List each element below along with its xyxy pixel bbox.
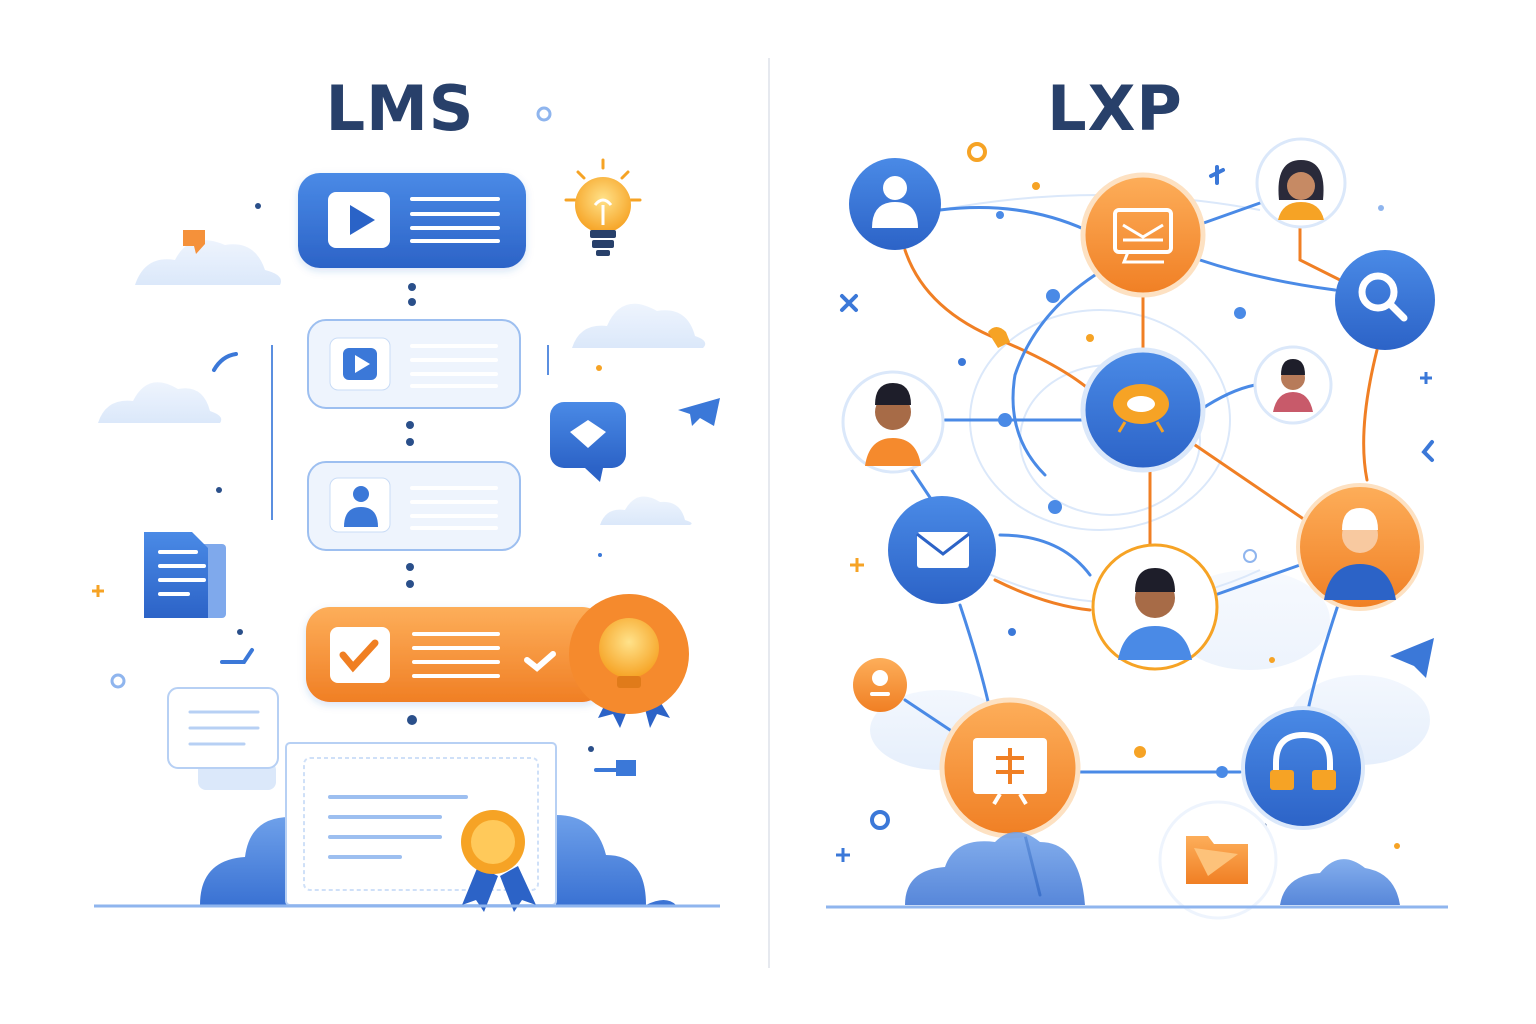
- lms-step-2[interactable]: [307, 319, 521, 409]
- lxp-node-hub[interactable]: [1080, 347, 1206, 473]
- network-edges: [903, 201, 1379, 897]
- play-icon: [355, 355, 370, 373]
- lxp-node-headset[interactable]: [1241, 706, 1365, 830]
- message-card: [167, 687, 279, 790]
- pin-icon: [872, 670, 888, 686]
- lxp-title: LXP: [1047, 72, 1183, 145]
- step-connector: [406, 283, 417, 725]
- cloud-icon: [905, 832, 1400, 905]
- paper-plane-icon: [1390, 638, 1434, 678]
- decor-dots: [92, 106, 636, 776]
- mail-icon: [917, 532, 969, 568]
- play-icon: [350, 205, 375, 235]
- lxp-node-avatar-woman[interactable]: [1255, 137, 1347, 229]
- lms-step-3[interactable]: [307, 461, 521, 551]
- check-icon: [339, 639, 379, 673]
- lxp-panel: [826, 137, 1448, 920]
- lxp-node-avatar-man[interactable]: [841, 370, 945, 474]
- lxp-node-pin[interactable]: [853, 658, 907, 712]
- center-divider: [768, 58, 770, 968]
- search-icon: [1358, 272, 1408, 322]
- chat-heart-icon: [550, 402, 626, 482]
- cloud-icon: [200, 815, 676, 905]
- paper-plane-icon: [988, 327, 1010, 348]
- cloud-icon: [98, 240, 706, 525]
- lms-title: LMS: [325, 72, 475, 145]
- chat-bubble-icon: [183, 230, 205, 254]
- network-junctions: [996, 209, 1246, 778]
- lightbulb-icon: [564, 158, 642, 256]
- ribbon-badge-icon: [461, 810, 536, 912]
- lxp-node-user[interactable]: [849, 158, 941, 250]
- lxp-node-board[interactable]: [939, 697, 1081, 839]
- lxp-node-avatar-man-orange[interactable]: [1296, 483, 1424, 611]
- paper-plane-icon: [678, 398, 720, 426]
- decor-dots: [836, 142, 1434, 862]
- lxp-node-search[interactable]: [1335, 250, 1435, 350]
- lxp-node-folder[interactable]: [1158, 800, 1278, 920]
- user-icon: [883, 176, 907, 200]
- user-icon: [344, 486, 378, 527]
- lxp-node-avatar-man-blue[interactable]: [1091, 543, 1219, 671]
- lxp-node-chat[interactable]: [1080, 172, 1206, 298]
- lxp-node-avatar-woman-pink[interactable]: [1253, 345, 1333, 425]
- lms-step-4[interactable]: [306, 607, 606, 702]
- document-icon: [144, 532, 226, 618]
- lms-panel: [92, 106, 720, 912]
- lxp-node-mail[interactable]: [888, 496, 996, 604]
- chat-icon: [1113, 208, 1173, 254]
- headset-icon: [1273, 731, 1333, 775]
- certificate: [285, 742, 557, 912]
- medal-icon: [569, 594, 689, 728]
- lms-step-1[interactable]: [298, 173, 526, 268]
